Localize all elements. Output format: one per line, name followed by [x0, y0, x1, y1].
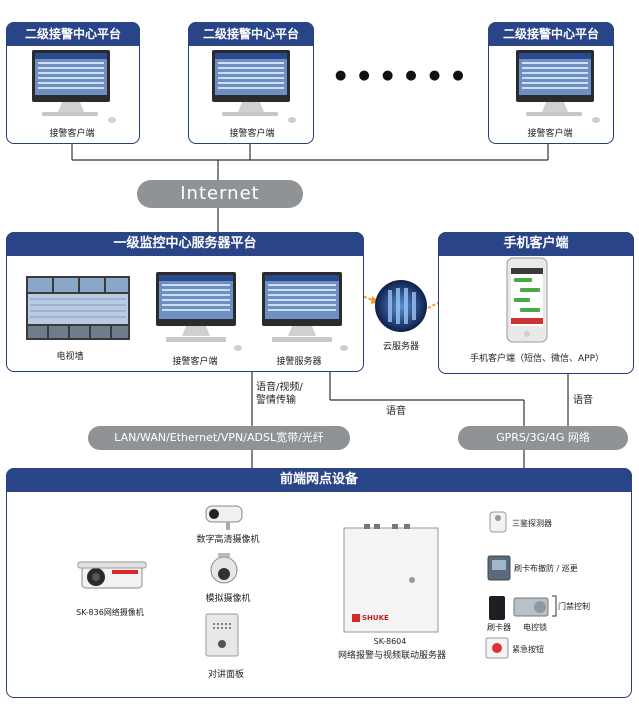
access-control-label: 门禁控制: [558, 602, 590, 611]
card-patrol-label: 刷卡布撤防 / 巡更: [514, 564, 578, 573]
wireless-network-pill: GPRS/3G/4G 网络: [458, 426, 628, 450]
secondary-client-label-3: 接警客户端: [527, 129, 573, 139]
voice-label-right: 语音: [573, 395, 593, 406]
voice-video-alarm-label: 语音/视频/ 警情传输: [256, 382, 303, 406]
front-end-title: 前端网点设备: [6, 468, 632, 492]
camera-hd-label: 数字高清摄像机: [196, 535, 260, 545]
tv-wall-label: 电视墙: [56, 352, 84, 362]
secondary-station-1-title: 二级接警中心平台: [6, 22, 140, 46]
secondary-client-label-2: 接警客户端: [229, 129, 275, 139]
electric-lock-label: 电控锁: [523, 623, 547, 632]
wired-network-pill: LAN/WAN/Ethernet/VPN/ADSL宽带/光纤: [88, 426, 350, 450]
host-brand-logo: SHUKE: [362, 614, 389, 622]
camera-big-label: SK-836网络摄像机: [76, 608, 144, 617]
ellipsis-dots: ● ● ● ● ● ●: [335, 68, 468, 83]
mobile-client-title: 手机客户端: [438, 232, 634, 256]
card-reader-label: 刷卡器: [487, 623, 511, 632]
mobile-client-caption: 手机客户端（短信、微信、APP）: [469, 354, 604, 364]
secondary-client-label-1: 接警客户端: [49, 129, 95, 139]
secondary-station-2-title: 二级接警中心平台: [188, 22, 314, 46]
cloud-server-label: 云服务器: [382, 342, 419, 352]
primary-client-label: 接警客户端: [172, 357, 218, 367]
voice-label-middle: 语音: [386, 406, 406, 417]
detector-label: 三鉴探测器: [512, 519, 552, 528]
secondary-station-3-title: 二级接警中心平台: [488, 22, 614, 46]
host-model-label: SK-8604: [373, 637, 407, 646]
primary-server-label: 接警服务器: [276, 357, 322, 367]
host-desc-label: 网络报警与视频联动服务器: [337, 651, 446, 661]
camera-analog-label: 模拟摄像机: [205, 594, 251, 604]
primary-center-title: 一级监控中心服务器平台: [6, 232, 364, 256]
intercom-label: 对讲面板: [207, 670, 244, 680]
emergency-button-label: 紧急按钮: [512, 645, 544, 654]
internet-pill: Internet: [137, 180, 303, 208]
